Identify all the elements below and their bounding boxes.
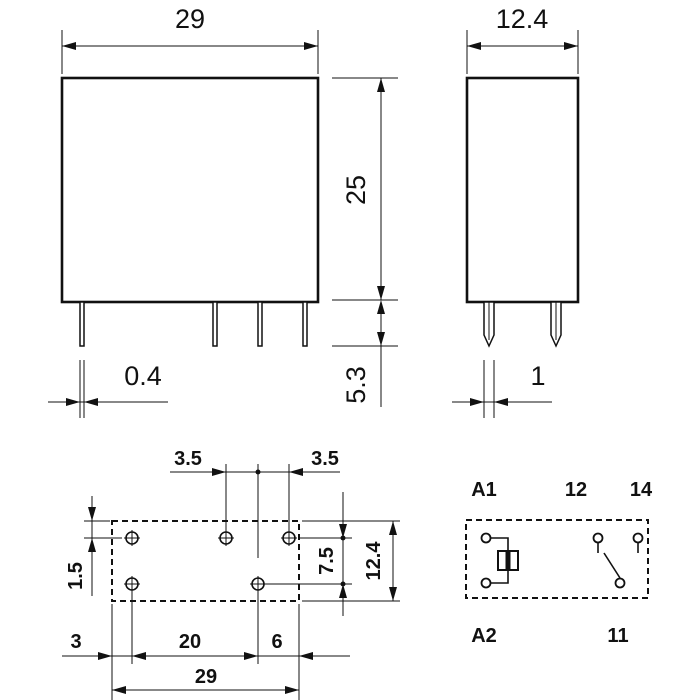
- footprint-outline: [111, 520, 300, 602]
- schematic-outline: [465, 519, 649, 599]
- dim-bottom-row: 3 20 6: [62, 592, 350, 700]
- dim-row-offset: 1.5: [65, 496, 122, 596]
- relay-body-front: [60, 76, 320, 304]
- pin-hole: [218, 530, 234, 546]
- dim-margin-left-label: 3: [70, 631, 81, 653]
- pin: [212, 301, 218, 347]
- pin: [302, 301, 308, 347]
- dim-front-width: 29: [61, 4, 319, 74]
- dim-top-offsets: 3.5 3.5: [170, 448, 340, 558]
- pin-hole: [250, 576, 266, 592]
- pin: [257, 301, 263, 347]
- dim-pin-thickness: 0.4: [48, 360, 168, 418]
- dim-row-spacing: 7.5: [266, 492, 352, 616]
- dim-footprint-height: 12.4: [302, 520, 400, 602]
- dim-front-height: 25: [332, 77, 398, 301]
- terminal-a1-label: A1: [471, 479, 497, 501]
- dim-pin-thickness-label: 0.4: [124, 361, 162, 391]
- dim-side-width: 12.4: [466, 4, 579, 74]
- coil-symbol: [480, 532, 519, 589]
- dim-footprint-width: 29: [112, 666, 299, 694]
- dim-footprint-height-label: 12.4: [363, 541, 385, 581]
- pin: [79, 301, 85, 347]
- pin-hole: [124, 530, 140, 546]
- dim-front-height-label: 25: [341, 175, 371, 205]
- dim-footprint-width-label: 29: [195, 666, 217, 688]
- dim-side-pin-width-label: 1: [530, 361, 545, 391]
- front-view: 29 25 5.3 0.4: [48, 4, 398, 418]
- terminal-14-label: 14: [630, 479, 653, 501]
- terminal-11-label: 11: [607, 625, 628, 647]
- pin-hole: [124, 576, 140, 592]
- side-pins: [483, 301, 562, 348]
- dim-side-width-label: 12.4: [496, 4, 549, 34]
- dim-pin-spacing-label: 20: [179, 631, 201, 653]
- footprint-view: 3.5 3.5 1.5 7.5: [62, 448, 400, 700]
- front-pins: [79, 301, 308, 347]
- pin-hole: [281, 530, 297, 546]
- dim-offset-right-label: 3.5: [311, 448, 339, 470]
- relay-body-side: [465, 76, 580, 304]
- dim-side-pin-width: 1: [452, 360, 552, 418]
- contact-symbol: [592, 532, 644, 589]
- dim-offset-left-label: 3.5: [174, 448, 202, 470]
- terminal-a2-label: A2: [471, 625, 497, 647]
- terminal-12-label: 12: [565, 479, 587, 501]
- footprint-holes: [124, 530, 297, 592]
- dim-row-offset-label: 1.5: [65, 562, 87, 590]
- side-view: 12.4 1: [452, 4, 580, 418]
- dim-pin-length: 5.3: [332, 300, 398, 407]
- dim-pin-length-label: 5.3: [341, 366, 371, 404]
- dim-spacing-right-label: 6: [271, 631, 282, 653]
- relay-schematic: A1 12 14 A2 11: [465, 479, 653, 647]
- dim-row-spacing-label: 7.5: [316, 547, 338, 575]
- dim-front-width-label: 29: [175, 4, 205, 34]
